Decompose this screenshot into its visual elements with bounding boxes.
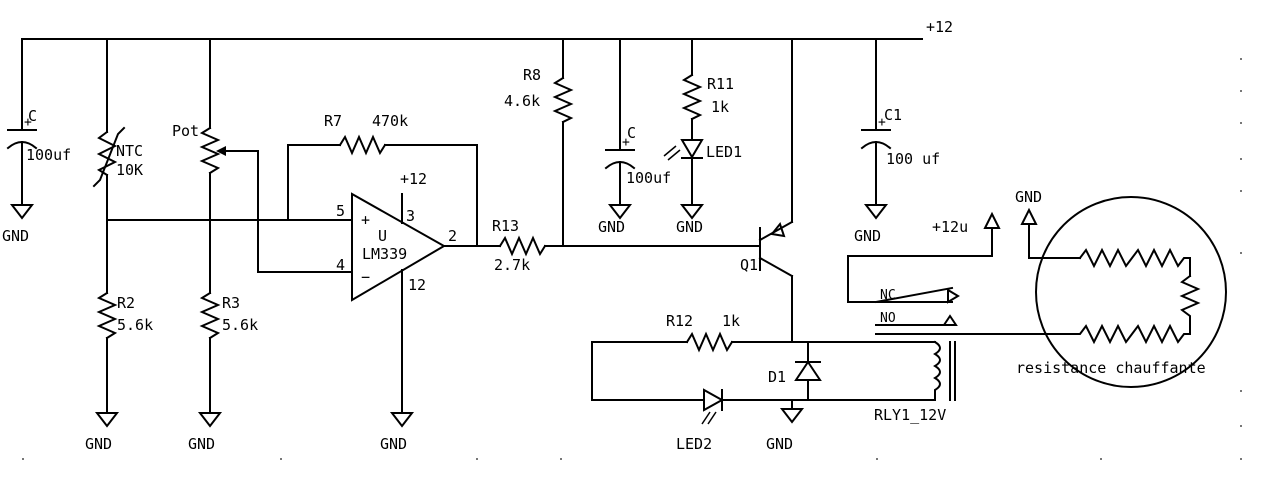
rail-label: +12 xyxy=(926,18,953,36)
r2-value: 5.6k xyxy=(117,316,153,334)
gnd-label: GND xyxy=(676,218,703,236)
gnd-label: GND xyxy=(85,435,112,453)
opamp-pin-4: 4 xyxy=(336,256,345,274)
svg-text:+: + xyxy=(622,135,630,150)
heater-label: resistance chauffante xyxy=(1016,359,1206,377)
ground-symbol-c1: GND xyxy=(854,204,889,245)
comparator-lm339: + − U LM339 5 4 2 3 12 +12 xyxy=(336,170,501,414)
resistor-r12: R12 1k xyxy=(591,312,936,401)
r7-value: 470k xyxy=(372,112,408,130)
c1-value: 100 uf xyxy=(886,150,940,168)
r13-ref: R13 xyxy=(492,217,519,235)
gnd-label: GND xyxy=(380,435,407,453)
supply-rail: +12 xyxy=(21,18,953,40)
r11-value: 1k xyxy=(711,98,729,116)
pot-ref: Pot xyxy=(172,122,199,140)
ground-symbol-opamp: GND xyxy=(380,412,415,453)
supply-12u: +12u xyxy=(932,211,1001,257)
potentiometer: Pot xyxy=(172,38,351,294)
led2-ref: LED2 xyxy=(676,435,712,453)
ntc-thermistor: NTC 10K xyxy=(92,38,143,221)
opamp-ref: U xyxy=(378,227,387,245)
d1-ref: D1 xyxy=(768,368,786,386)
opamp-plus: + xyxy=(361,211,370,229)
resistor-r13: R13 2.7k xyxy=(492,217,761,274)
r7-ref: R7 xyxy=(324,112,342,130)
c1-ref: C1 xyxy=(884,106,902,124)
gnd-label: GND xyxy=(188,435,215,453)
ntc-ref: NTC xyxy=(116,142,143,160)
resistor-r3: R3 5.6k xyxy=(199,291,258,414)
gnd-label: GND xyxy=(1015,188,1042,206)
relay-no: NO xyxy=(880,311,896,326)
diode-d1: D1 xyxy=(768,341,822,401)
ground-symbol-c-mid: GND xyxy=(598,204,633,236)
heater-resistance: resistance chauffante xyxy=(1016,196,1227,388)
r12-value: 1k xyxy=(722,312,740,330)
resistor-r7: R7 470k xyxy=(287,112,478,247)
gnd-label: GND xyxy=(854,227,881,245)
q1-ref: Q1 xyxy=(740,256,758,274)
gnd-label: GND xyxy=(766,435,793,453)
r2-ref: R2 xyxy=(117,294,135,312)
relay-rly1: NC NO RLY1_12V xyxy=(847,255,1037,424)
supply-12u-label: +12u xyxy=(932,218,968,236)
c-mid-value: 100uf xyxy=(626,169,671,187)
relay-ref: RLY1_12V xyxy=(874,406,946,424)
opamp-part: LM339 xyxy=(362,245,407,263)
ground-symbol-led1: GND xyxy=(676,204,705,236)
svg-text:+: + xyxy=(24,115,32,130)
resistor-r2: R2 5.6k xyxy=(96,219,153,414)
resistor-r8: R8 4.6k xyxy=(504,38,574,247)
c-left-ref: C xyxy=(28,107,37,125)
transistor-q1: Q1 xyxy=(740,38,794,343)
r8-value: 4.6k xyxy=(504,92,540,110)
capacitor-c-mid: + C 100uf xyxy=(604,38,671,206)
opamp-pin-3: 3 xyxy=(406,207,415,225)
gnd-label: GND xyxy=(598,218,625,236)
led1-ref: LED1 xyxy=(706,143,742,161)
opamp-minus: − xyxy=(361,268,370,286)
capacitor-c-left: + C 100uf xyxy=(6,38,71,206)
resistor-r11: R11 1k xyxy=(681,38,734,141)
ntc-value: 10K xyxy=(116,161,143,179)
gnd-label: GND xyxy=(2,227,29,245)
opamp-vcc: +12 xyxy=(400,170,427,188)
r3-ref: R3 xyxy=(222,294,240,312)
ground-arrow-heater: GND xyxy=(1015,188,1081,259)
r8-ref: R8 xyxy=(523,66,541,84)
ground-symbol-r3: GND xyxy=(188,412,223,453)
opamp-pin-2: 2 xyxy=(448,227,457,245)
svg-text:+: + xyxy=(878,115,886,130)
c-mid-ref: C xyxy=(627,124,636,142)
r3-value: 5.6k xyxy=(222,316,258,334)
led2: LED2 xyxy=(591,388,936,453)
led1: LED1 xyxy=(663,139,742,206)
c-left-value: 100uf xyxy=(26,146,71,164)
ground-symbol-d1: GND xyxy=(766,399,805,453)
ground-symbol-c-left: GND xyxy=(2,204,35,245)
capacitor-c1: + C1 100 uf xyxy=(860,38,940,206)
ground-symbol-r2: GND xyxy=(85,412,120,453)
opamp-pin-5: 5 xyxy=(336,202,345,220)
r12-ref: R12 xyxy=(666,312,693,330)
relay-nc: NC xyxy=(880,288,896,303)
grid-dots xyxy=(22,58,1242,460)
r11-ref: R11 xyxy=(707,75,734,93)
opamp-pin-12: 12 xyxy=(408,276,426,294)
r13-value: 2.7k xyxy=(494,256,530,274)
